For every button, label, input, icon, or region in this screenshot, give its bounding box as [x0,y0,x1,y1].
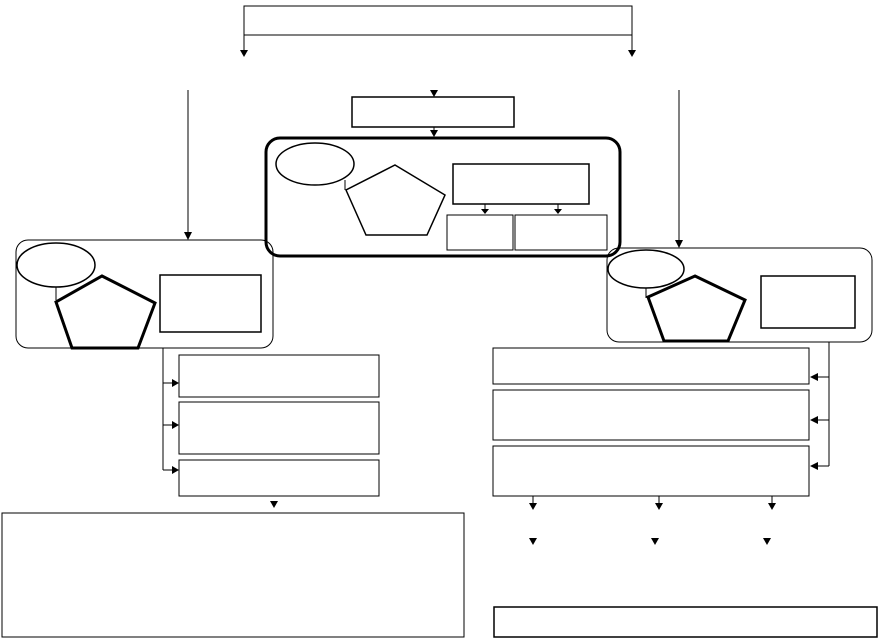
right-info-box [760,275,856,329]
center-branch [264,90,622,258]
right-list-box-3 [492,445,810,497]
left-list-box-2 [178,401,380,455]
left-pentagon [54,274,157,350]
right-out-arrowhead-3 [768,503,776,510]
left-list-box-1 [178,354,380,398]
top-bracket [240,5,636,57]
right-pentagon [646,274,747,343]
left-drop-arrowhead [184,232,192,240]
left-list-arrowhead-1 [172,379,179,387]
right-bottom-box [493,606,878,638]
right-group-container [606,247,873,343]
top-right-arrowhead [628,50,636,57]
right-list-box-2 [492,389,810,441]
center-box-arrowhead [430,130,438,137]
right-out-arrowhead-1 [529,503,537,510]
left-oval [16,242,96,288]
center-top-arrowhead [430,90,438,97]
center-pentagon [345,164,446,236]
top-header-box [243,5,633,36]
center-sub-right-arrowhead [554,209,562,214]
right-lower-arrowhead-2 [651,538,659,545]
right-list-arrowhead-3 [810,462,818,470]
right-list-box-1 [492,347,810,385]
right-list-arrowhead-1 [810,373,818,381]
right-list-arrowhead-2 [810,416,818,424]
center-info-box [452,163,590,205]
left-group-container [15,239,274,349]
right-drop-arrowhead [675,240,683,248]
center-sub-left-arrowhead [481,209,489,214]
top-left-arrowhead [240,50,248,57]
right-oval [607,249,685,289]
left-bottom-arrowhead [270,501,278,508]
center-title-box [351,96,515,128]
right-lower-arrowhead-3 [763,538,771,545]
right-out-arrowhead-2 [655,503,663,510]
center-sub-box-left [446,214,514,251]
right-branch [492,90,878,638]
left-info-box [159,274,262,333]
left-list-box-3 [178,459,380,497]
center-oval [275,142,355,186]
right-lower-arrowhead-1 [529,538,537,545]
left-branch [1,90,465,638]
center-sub-box-right [514,214,608,251]
left-bottom-box [1,512,465,638]
left-list-arrowhead-2 [172,421,179,429]
left-list-arrowhead-3 [172,466,179,474]
